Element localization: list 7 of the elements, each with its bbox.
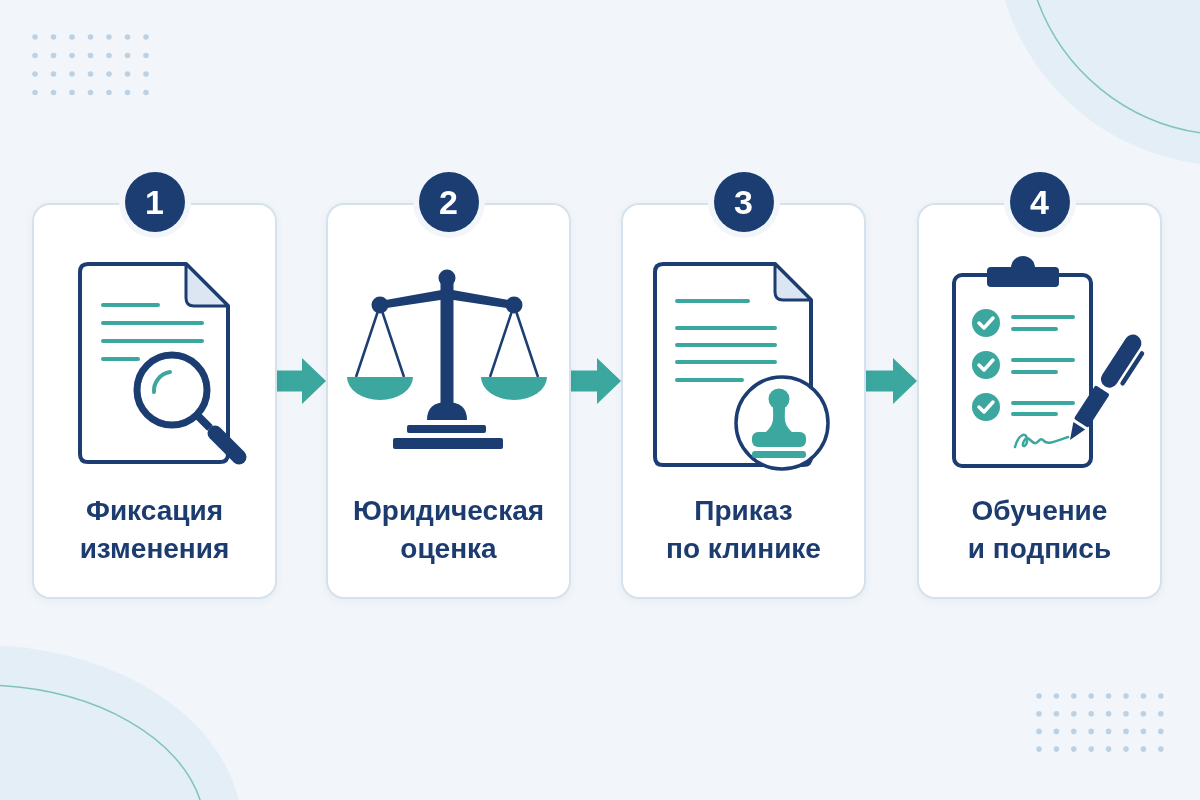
step-title: Обучение и подпись: [966, 494, 1113, 566]
step-title: Юридическая оценка: [351, 494, 546, 566]
arrow: [277, 358, 326, 404]
step-title: Приказ по клинике: [665, 494, 822, 566]
step-title: Фиксация изменения: [78, 494, 231, 566]
arrow: [571, 358, 621, 404]
arrow: [866, 358, 917, 404]
